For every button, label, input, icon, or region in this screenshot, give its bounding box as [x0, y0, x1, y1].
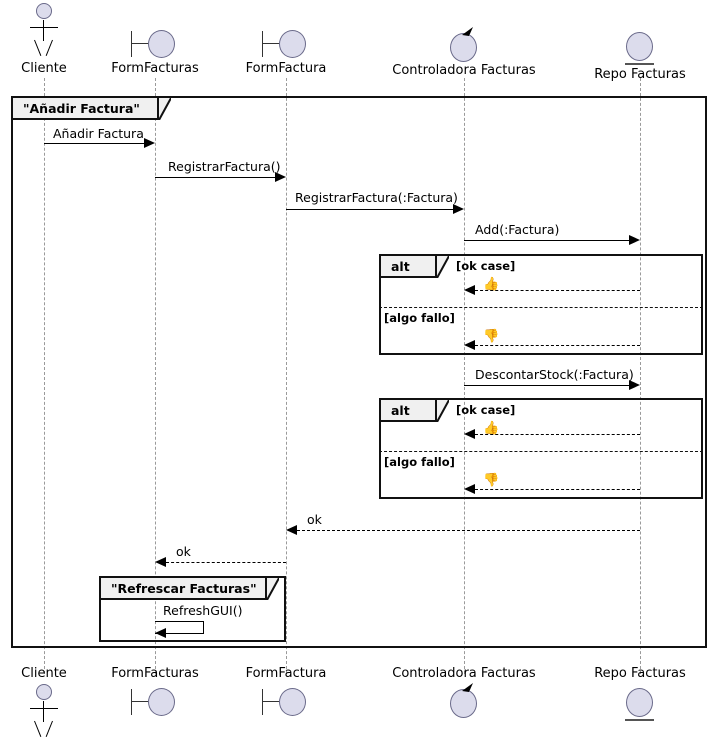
participant-footer-formfactura[interactable]: FormFactura [231, 666, 341, 719]
participant-label: FormFacturas [111, 666, 199, 681]
frame-tab-notch [159, 98, 171, 120]
frame-tab-notch [437, 400, 449, 422]
message-label-descontarstock: DescontarStock(:Factura) [475, 367, 634, 382]
message-arrow-thumbs-up-1 [475, 290, 640, 291]
lifeline-formfactura [286, 78, 287, 674]
arrowhead-left [464, 340, 475, 350]
frame-tab-notch [437, 256, 449, 278]
frame-tab-label: alt [391, 402, 410, 418]
message-arrow-thumbs-up-2 [475, 434, 640, 435]
participant-header-controladora[interactable]: Controladora Facturas [384, 27, 544, 78]
message-label-registrarfactura-factura: RegistrarFactura(:Factura) [295, 190, 458, 205]
entity-icon [623, 687, 657, 723]
message-label-thumbs-up-1: 👍 [483, 277, 500, 292]
frame-anadir-factura: "Añadir Factura" [11, 96, 707, 648]
guard-label-ok-case-1: [ok case] [456, 259, 516, 273]
message-arrow-thumbs-down-1 [475, 345, 640, 346]
arrowhead-left [464, 484, 475, 494]
participant-label: Repo Facturas [594, 666, 686, 681]
frame-tab-label: "Añadir Factura" [23, 100, 140, 116]
message-arrow-thumbs-down-2 [475, 489, 640, 490]
actor-icon [22, 3, 66, 61]
boundary-icon [129, 685, 181, 719]
frame-alt-1: alt [379, 254, 703, 355]
boundary-icon [260, 27, 312, 61]
participant-footer-cliente[interactable]: Cliente [0, 666, 88, 742]
frame-tab-refrescar-facturas: "Refrescar Facturas" [101, 578, 267, 600]
boundary-icon [129, 27, 181, 61]
control-icon [447, 27, 481, 63]
arrowhead-left [464, 429, 475, 439]
message-arrow-ok-2 [166, 562, 286, 563]
participant-header-repo[interactable]: Repo Facturas [575, 31, 705, 82]
participant-label: Cliente [21, 61, 67, 76]
frame-tab-alt-1: alt [381, 256, 437, 278]
alt-operand-divider-2 [379, 451, 703, 452]
message-label-ok-1: ok [307, 512, 322, 527]
message-arrow-descontarstock [464, 385, 629, 386]
participant-label: FormFacturas [111, 61, 199, 76]
lifeline-repo [640, 78, 641, 674]
lifeline-formfacturas [155, 78, 156, 674]
frame-tab-notch [267, 578, 279, 600]
message-arrow-anadir-factura [44, 143, 144, 144]
participant-label: Cliente [21, 666, 67, 681]
frame-tab-alt-2: alt [381, 400, 437, 422]
alt-operand-divider-1 [379, 307, 703, 308]
guard-label-ok-case-2: [ok case] [456, 403, 516, 417]
participant-footer-repo[interactable]: Repo Facturas [575, 666, 705, 723]
message-arrow-add-factura [464, 240, 629, 241]
message-label-refreshgui: RefreshGUI() [163, 603, 243, 618]
message-label-thumbs-down-1: 👎 [483, 329, 500, 344]
message-label-thumbs-down-2: 👎 [483, 473, 500, 488]
message-label-ok-2: ok [176, 544, 191, 559]
message-label-registrarfactura: RegistrarFactura() [168, 159, 281, 174]
participant-footer-controladora[interactable]: Controladora Facturas [384, 666, 544, 719]
actor-icon [22, 684, 66, 742]
message-self-refreshgui [155, 621, 204, 634]
control-icon [447, 683, 481, 719]
message-label-add-factura: Add(:Factura) [475, 222, 560, 237]
entity-icon [623, 31, 657, 67]
participant-header-cliente[interactable]: Cliente [0, 3, 88, 76]
guard-label-algo-fallo-2: [algo fallo] [384, 455, 455, 469]
participant-label: Repo Facturas [594, 67, 686, 82]
frame-refrescar-facturas: "Refrescar Facturas" [99, 576, 286, 642]
arrowhead-right [453, 204, 464, 214]
arrowhead-right [275, 172, 286, 182]
message-arrow-ok-1 [297, 530, 640, 531]
arrowhead-left [464, 285, 475, 295]
arrowhead-left [155, 628, 166, 638]
message-arrow-registrarfactura-factura [286, 209, 453, 210]
arrowhead-left [286, 525, 297, 535]
message-label-anadir-factura: Añadir Factura [53, 126, 144, 141]
frame-tab-label: alt [391, 258, 410, 274]
participant-footer-formfacturas[interactable]: FormFacturas [97, 666, 213, 719]
participant-label: Controladora Facturas [392, 666, 536, 681]
arrowhead-right [629, 235, 640, 245]
message-label-thumbs-up-2: 👍 [483, 421, 500, 436]
frame-alt-2: alt [379, 398, 703, 499]
participant-header-formfactura[interactable]: FormFactura [231, 27, 341, 76]
guard-label-algo-fallo-1: [algo fallo] [384, 311, 455, 325]
lifeline-cliente [44, 78, 45, 674]
frame-tab-label: "Refrescar Facturas" [111, 580, 257, 596]
participant-label: FormFactura [245, 61, 327, 76]
frame-tab-anadir-factura: "Añadir Factura" [13, 98, 159, 120]
lifeline-controladora [464, 78, 465, 674]
arrowhead-right [144, 138, 155, 148]
boundary-icon [260, 685, 312, 719]
arrowhead-left [155, 557, 166, 567]
arrowhead-right [629, 380, 640, 390]
participant-label: Controladora Facturas [392, 63, 536, 78]
participant-label: FormFactura [245, 666, 327, 681]
participant-header-formfacturas[interactable]: FormFacturas [97, 27, 213, 76]
message-arrow-registrarfactura [155, 177, 275, 178]
